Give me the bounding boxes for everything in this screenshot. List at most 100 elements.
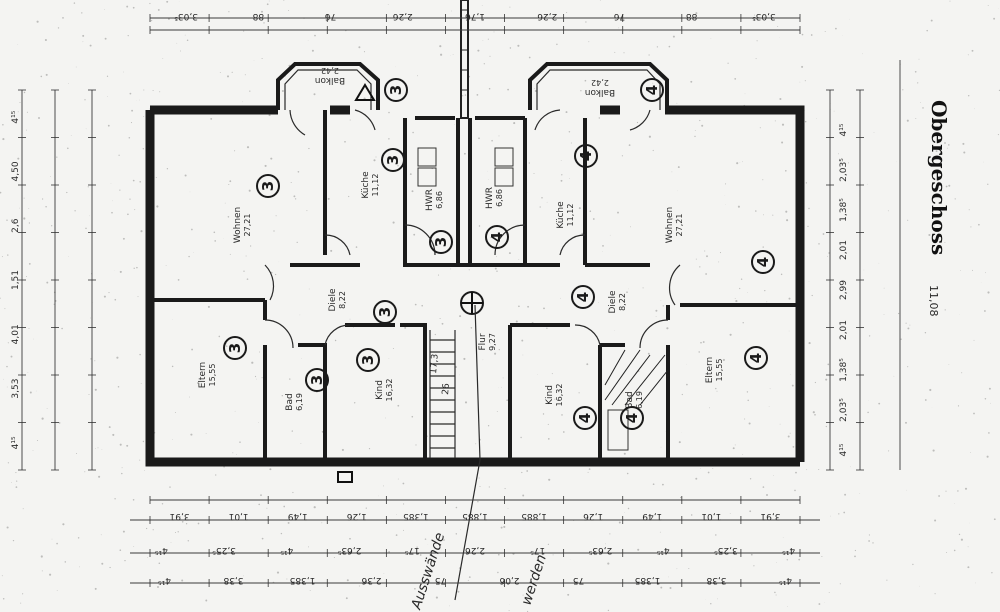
room-name: HWR xyxy=(485,187,495,209)
dimension-value: 4¹⁵ xyxy=(280,545,293,555)
room-name: Diele xyxy=(608,290,618,313)
dimension-value: 2,63⁵ xyxy=(337,545,361,555)
room-area: 6,86 xyxy=(495,189,504,207)
dimension-value: 2,26 xyxy=(465,545,485,555)
door-swings xyxy=(264,109,681,349)
unit-marker: 3 xyxy=(381,148,405,172)
room-name: Wohnen xyxy=(665,207,675,244)
dimension-value: 4¹⁵ xyxy=(839,443,849,456)
room-area: 2,42 xyxy=(591,78,609,87)
unit-marker: 4 xyxy=(571,285,595,309)
dimension-value: 4¹⁵ xyxy=(11,110,21,123)
svg-text:3: 3 xyxy=(432,237,450,247)
unit-marker: 3 xyxy=(384,78,408,102)
dimension-value: 3,91 xyxy=(170,511,190,521)
room-area: 6,19 xyxy=(635,391,644,409)
unit-marker: 4 xyxy=(640,78,664,102)
stair-label-b: 26 xyxy=(441,383,452,396)
dimension-value: 1,76 xyxy=(465,11,485,21)
balcony-right xyxy=(528,62,669,110)
dimension-value: 1,385 xyxy=(635,575,661,585)
room-area: 11,12 xyxy=(371,174,380,197)
room-name: HWR xyxy=(425,189,435,211)
unit-marker: 4 xyxy=(573,406,597,430)
dimension-value: 2,01 xyxy=(839,320,849,340)
room-name: Bad xyxy=(625,391,635,408)
svg-text:4: 4 xyxy=(643,85,661,95)
dimension-value: 4,50 xyxy=(11,161,21,181)
dimension-value: 76 xyxy=(613,11,625,21)
unit-marker: 3 xyxy=(256,174,280,198)
handwriting-note-1: Ausswände xyxy=(408,531,448,612)
svg-text:3: 3 xyxy=(308,375,326,385)
unit-marker: 3 xyxy=(305,368,329,392)
sheet-title: Obergeschoss xyxy=(927,100,951,255)
room-area: 15,55 xyxy=(208,364,217,387)
room-name: Balkon xyxy=(585,87,615,97)
dimension-value: 1,385 xyxy=(290,575,316,585)
svg-text:4: 4 xyxy=(623,413,641,423)
dimension-value: 2,26 xyxy=(537,11,557,21)
svg-text:4: 4 xyxy=(574,292,592,302)
svg-text:3: 3 xyxy=(384,155,402,165)
dimension-value: 76 xyxy=(325,11,337,21)
room-area: 11,12 xyxy=(566,204,575,227)
dimension-value: 2,63⁵ xyxy=(588,545,612,555)
svg-text:3: 3 xyxy=(259,181,277,191)
dimension-value: 1,49 xyxy=(287,511,307,521)
dimension-value: 75 xyxy=(573,575,584,585)
svg-text:3: 3 xyxy=(376,307,394,317)
unit-marker: 4 xyxy=(485,225,509,249)
svg-text:3: 3 xyxy=(359,355,377,365)
room-area: 27,21 xyxy=(243,214,252,237)
dimension-value: 2,36 xyxy=(361,575,381,585)
room-name: Kind xyxy=(375,380,385,400)
dimension-value: 1,01 xyxy=(701,511,721,521)
room-area: 16,32 xyxy=(555,384,564,407)
dimension-value: 17⁵ xyxy=(404,545,419,555)
outer-walls xyxy=(145,105,805,467)
dimension-value: 88 xyxy=(686,11,698,21)
room-name: Eltern xyxy=(198,362,208,389)
unit-marker: 4 xyxy=(574,144,598,168)
dimension-value: 4¹⁵ xyxy=(656,545,669,555)
dimension-value: 3,25⁵ xyxy=(714,545,738,555)
room-name: Kind xyxy=(545,385,555,405)
dimension-value: 1,01 xyxy=(229,511,249,521)
room-area: 27,21 xyxy=(675,214,684,237)
dimension-value: 4¹⁵ xyxy=(839,123,849,136)
entrance-markers xyxy=(337,83,376,483)
room-name: Diele xyxy=(328,288,338,311)
dimension-value: 17⁵ xyxy=(530,545,545,555)
dimension-value: 1,885 xyxy=(521,511,547,521)
room-name: Küche xyxy=(361,171,371,199)
dimension-value: 4¹⁵ xyxy=(782,545,795,555)
interior-walls xyxy=(150,110,800,462)
dimension-value: 1,885 xyxy=(462,511,488,521)
dimension-value: 1,26 xyxy=(583,511,603,521)
svg-text:4: 4 xyxy=(576,413,594,423)
unit-marker: 3 xyxy=(373,300,397,324)
dimension-value: 3,03⁵ xyxy=(752,11,776,21)
dimension-value: 88 xyxy=(252,11,264,21)
svg-text:3: 3 xyxy=(226,343,244,353)
room-name: Küche xyxy=(556,201,566,229)
room-name: Balkon xyxy=(315,75,345,85)
